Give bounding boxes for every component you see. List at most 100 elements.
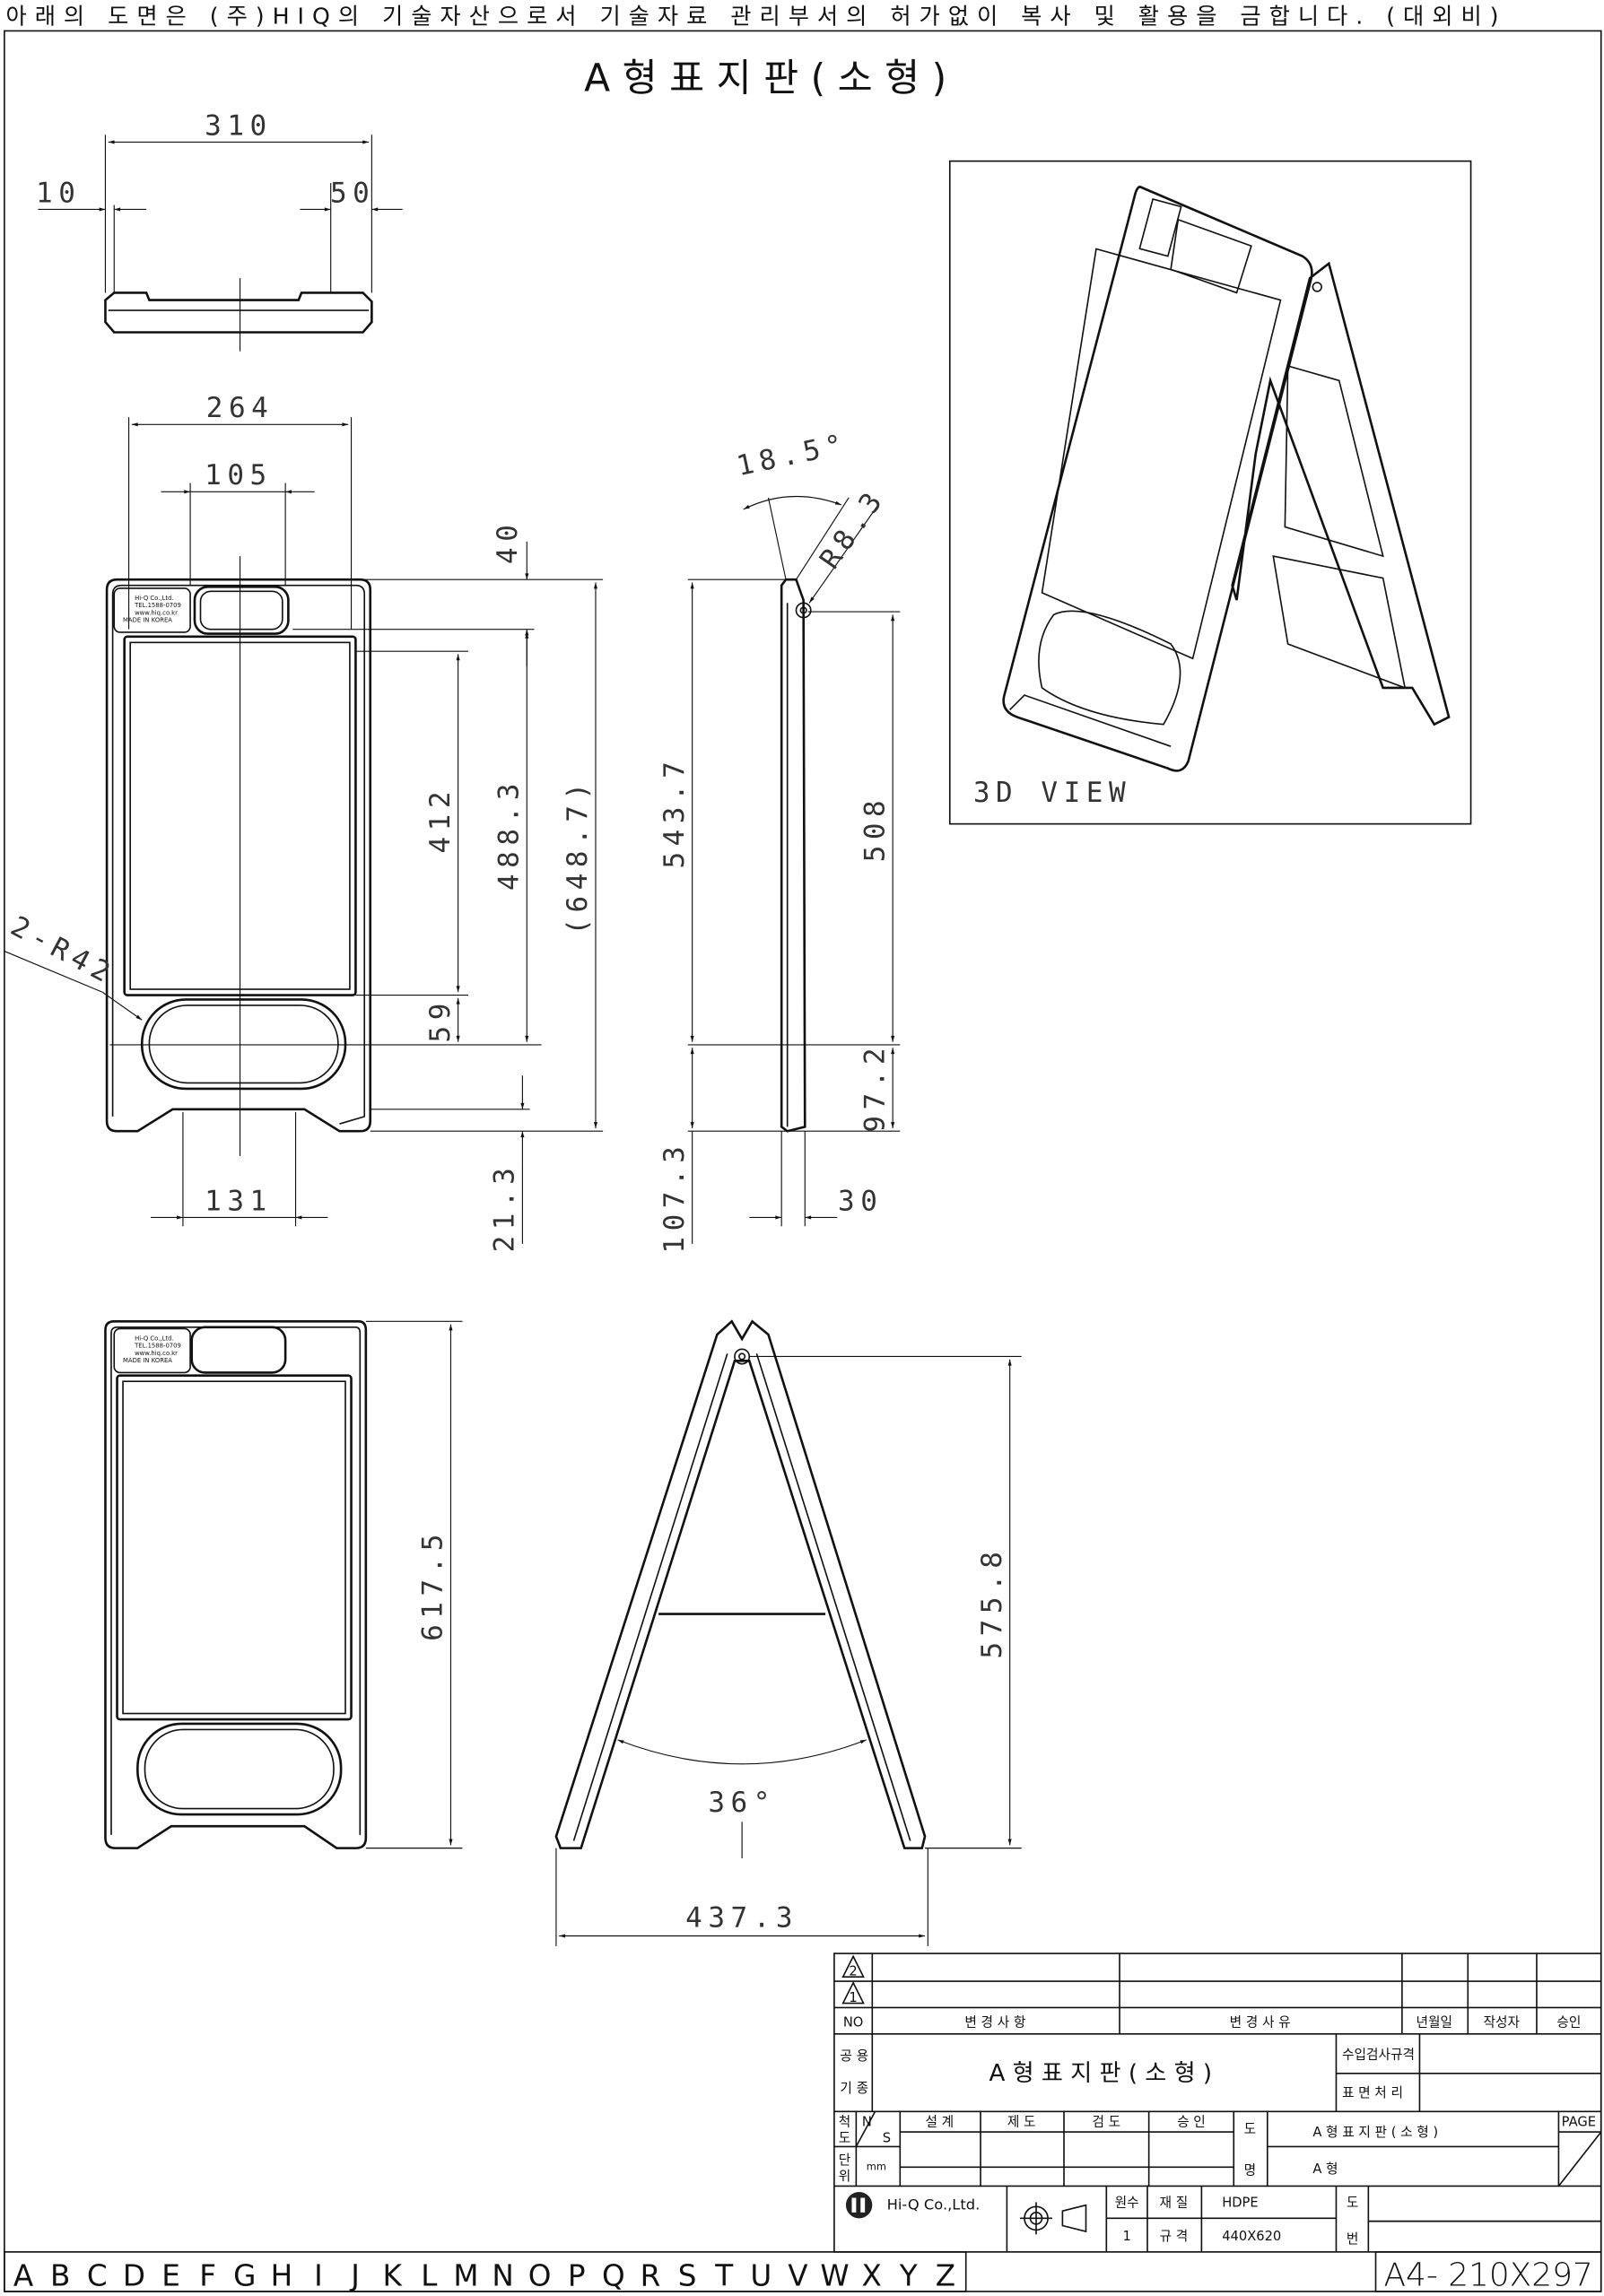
spec: 440X620: [1222, 2229, 1281, 2244]
grid-letter: N: [492, 2258, 513, 2292]
svg-text:년월일: 년월일: [1417, 2015, 1453, 2031]
3d-view: 3D VIEW: [948, 160, 1472, 825]
dim-top-right: 50: [330, 177, 375, 209]
dim-handle-height: 40: [492, 519, 524, 564]
grid-letter: K: [383, 2258, 404, 2292]
company-name: Hi-Q Co.,Ltd.: [887, 2196, 981, 2213]
svg-text:www.hiq.co.kr: www.hiq.co.kr: [135, 1350, 178, 1357]
drawing-sub: A 형: [1312, 2161, 1338, 2177]
grid-letter: J: [349, 2258, 360, 2292]
svg-text:승 인: 승 인: [1177, 2115, 1206, 2130]
grid-letter: O: [528, 2258, 552, 2292]
title-block: 2 1 NO 변 경 사 항 변 경 사 유 년월일 작성자 승인 공 용 기 …: [833, 1952, 1602, 2253]
dim-side-h2: 107.3: [658, 1141, 691, 1254]
dim-side-thickness: 30: [838, 1185, 883, 1217]
svg-text:mm: mm: [867, 2161, 886, 2173]
grid-letter: Q: [602, 2258, 625, 2292]
dim-stand-width: 437.3: [685, 1902, 798, 1935]
dim-59: 59: [424, 997, 457, 1042]
rev-1: 1: [849, 1990, 857, 2005]
drawing-name: A 형 표 지 판 ( 소 형 ): [1312, 2125, 1438, 2140]
rev-2: 2: [849, 1964, 857, 1979]
svg-text:N: N: [862, 2115, 872, 2130]
grid-letter: H: [271, 2258, 293, 2292]
svg-text:NO: NO: [843, 2015, 864, 2031]
svg-text:S: S: [883, 2131, 891, 2146]
plate-label: Hi-Q Co.,Ltd. TEL.1588-0709 www.hiq.co.k…: [123, 595, 181, 623]
company-logo-icon: [845, 2191, 873, 2219]
grid-letter: S: [678, 2258, 697, 2292]
dim-front-width: 264: [206, 392, 275, 424]
svg-text:도: 도: [839, 2131, 851, 2146]
svg-text:위: 위: [839, 2169, 851, 2184]
dim-stand-angle: 36°: [708, 1787, 776, 1819]
dim-foot-gap: 131: [205, 1185, 273, 1217]
grid-letter: Y: [899, 2258, 918, 2292]
svg-text:TEL.1588-0709: TEL.1588-0709: [134, 602, 181, 609]
dim-488: 488.3: [493, 778, 526, 891]
svg-text:도: 도: [1244, 2122, 1257, 2137]
svg-text:번: 번: [1347, 2231, 1359, 2247]
dim-21: 21.3: [489, 1162, 521, 1253]
grid-letter: G: [233, 2258, 256, 2292]
grid-letter: B: [50, 2258, 70, 2292]
grid-letter: W: [820, 2258, 849, 2292]
grid-letter: F: [199, 2258, 216, 2292]
grid-letter: U: [750, 2258, 771, 2292]
top-view: 310 10 50: [36, 109, 403, 352]
svg-text:도: 도: [1347, 2195, 1359, 2210]
svg-text:기 종: 기 종: [840, 2081, 868, 2096]
svg-text:TEL.1588-0709: TEL.1588-0709: [134, 1343, 181, 1350]
sheet-size: A4- 210X297: [1383, 2257, 1592, 2293]
svg-text:승인: 승인: [1556, 2015, 1581, 2031]
dim-side-h1: 543.7: [658, 756, 691, 869]
svg-text:www.hiq.co.kr: www.hiq.co.kr: [135, 609, 178, 616]
grid-letter: M: [453, 2258, 478, 2292]
grid-letter: E: [161, 2258, 180, 2292]
grid-letter: X: [861, 2258, 881, 2292]
dim-handle-width: 105: [205, 459, 273, 491]
svg-text:변 경 사 항: 변 경 사 항: [964, 2015, 1025, 2031]
rear-view: Hi-Q Co.,Ltd. TEL.1588-0709 www.hiq.co.k…: [104, 1320, 463, 1849]
grid-letter: R: [641, 2258, 661, 2292]
dim-top-width: 310: [205, 109, 273, 142]
svg-text:설 계: 설 계: [926, 2115, 955, 2130]
grid-letter: D: [123, 2258, 145, 2292]
front-view: Hi-Q Co.,Ltd. TEL.1588-0709 www.hiq.co.k…: [4, 392, 604, 1253]
svg-text:Hi-Q Co.,Ltd.: Hi-Q Co.,Ltd.: [135, 595, 174, 602]
3d-view-label: 3D VIEW: [973, 777, 1131, 809]
dim-side-508: 508: [859, 795, 891, 863]
svg-text:공 용: 공 용: [840, 2048, 868, 2064]
page-title: A 형 표 지 판 ( 소 형 ): [584, 57, 946, 100]
svg-text:변 경 사 유: 변 경 사 유: [1230, 2015, 1291, 2031]
svg-text:PAGE: PAGE: [1562, 2115, 1596, 2130]
sheet-border: [4, 30, 1602, 2292]
grid-letter: C: [87, 2258, 108, 2292]
svg-text:재 질: 재 질: [1160, 2195, 1189, 2210]
svg-text:단: 단: [839, 2152, 851, 2168]
svg-text:명: 명: [1244, 2162, 1257, 2178]
confidential-notice: 아래의 도면은 (주)HIQ의 기술자산으로서 기술자료 관리부서의 허가없이 …: [6, 3, 1499, 29]
svg-text:검 도: 검 도: [1092, 2115, 1120, 2130]
projection-symbol-icon: [1020, 2202, 1087, 2235]
grid-letter: Z: [936, 2258, 955, 2292]
svg-text:MADE IN KOREA: MADE IN KOREA: [123, 617, 172, 624]
svg-text:수입검사규격: 수입검사규격: [1342, 2048, 1415, 2063]
dim-side-angle: 18.5°: [734, 428, 851, 483]
dim-rear-height: 617.5: [417, 1528, 449, 1641]
dim-radius-note: 2-R42: [5, 910, 120, 992]
dim-side-97: 97.2: [859, 1042, 891, 1133]
title-block-main-title: A 형 표 지 판 ( 소 형 ): [989, 2060, 1212, 2087]
dim-top-left: 10: [36, 177, 81, 209]
dim-stand-height: 575.8: [976, 1546, 1008, 1659]
grid-letter: A: [13, 2258, 34, 2292]
svg-text:표 면 처 리: 표 면 처 리: [1342, 2085, 1403, 2100]
grid-letter: L: [421, 2258, 437, 2292]
side-view: 543.7 107.3 508 97.2 30 18.5° R8.3: [658, 428, 901, 1254]
svg-text:규 격: 규 격: [1160, 2229, 1189, 2244]
dim-side-radius: R8.3: [814, 483, 892, 575]
stand-view: 575.8 437.3 36°: [554, 1319, 1022, 1946]
svg-text:제 도: 제 도: [1007, 2115, 1036, 2130]
